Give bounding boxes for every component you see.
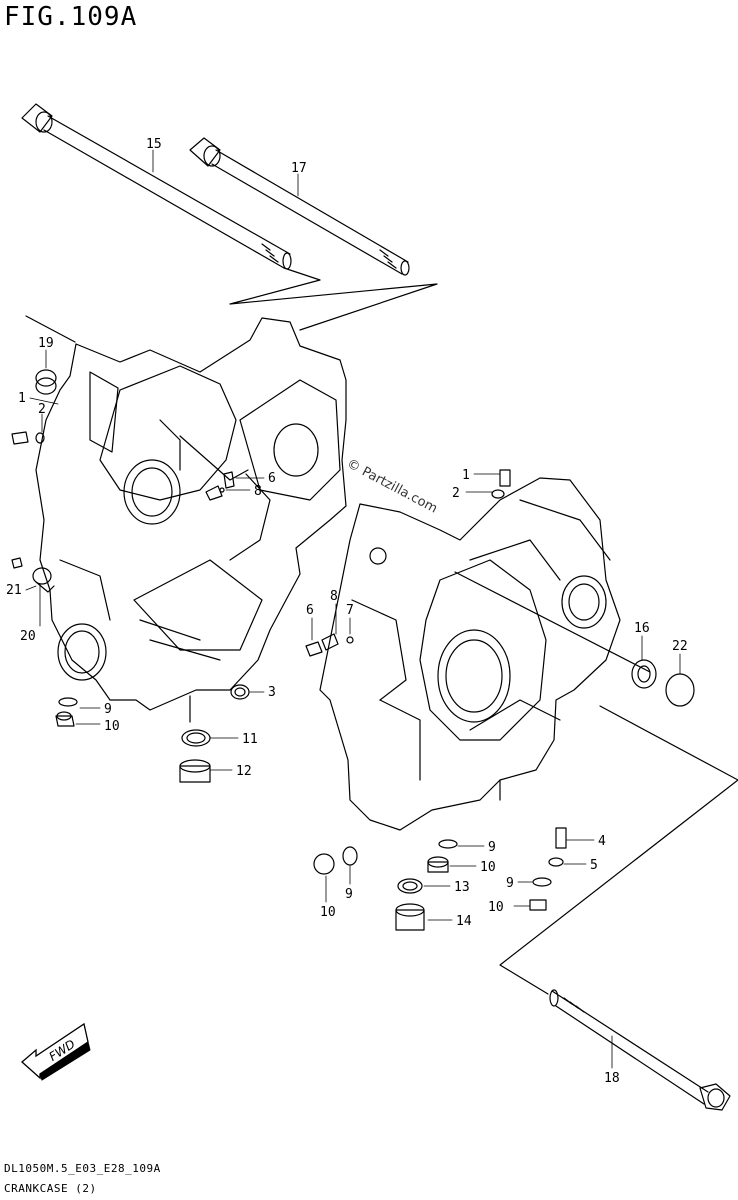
callout-1-right: 1 bbox=[462, 468, 470, 483]
callout-19: 19 bbox=[38, 336, 54, 351]
callout-4: 4 bbox=[598, 834, 606, 849]
callout-6-mid: 6 bbox=[306, 603, 314, 618]
callout-14: 14 bbox=[456, 914, 472, 929]
callout-7: 7 bbox=[346, 603, 354, 618]
callout-labels: 15 17 19 1 2 6 8 1 2 21 20 3 9 10 11 12 … bbox=[6, 137, 688, 1086]
callout-18: 18 bbox=[604, 1071, 620, 1086]
bolt-18 bbox=[550, 990, 730, 1110]
callout-5: 5 bbox=[590, 858, 598, 873]
diagram-code: DL1050M.5_E03_E28_109A bbox=[4, 1162, 161, 1175]
callout-10-center: 10 bbox=[480, 860, 496, 875]
callout-12: 12 bbox=[236, 764, 252, 779]
reference-leader bbox=[230, 268, 437, 330]
left-crankcase-half bbox=[36, 318, 346, 722]
callout-13: 13 bbox=[454, 880, 470, 895]
callout-8-mid: 8 bbox=[330, 589, 338, 604]
right-crankcase-half bbox=[320, 478, 620, 830]
callout-8-left: 8 bbox=[254, 484, 262, 499]
callout-10-left: 10 bbox=[104, 719, 120, 734]
callout-2-right: 2 bbox=[452, 486, 460, 501]
callout-11: 11 bbox=[242, 732, 258, 747]
callout-9-left: 9 bbox=[104, 702, 112, 717]
callout-15: 15 bbox=[146, 137, 162, 152]
callout-16: 16 bbox=[634, 621, 650, 636]
callout-17: 17 bbox=[291, 161, 307, 176]
callout-10-bottom-left: 10 bbox=[320, 905, 336, 920]
callout-22: 22 bbox=[672, 639, 688, 654]
callout-9-center: 9 bbox=[488, 840, 496, 855]
forward-arrow-icon: FWD bbox=[22, 1024, 90, 1080]
callout-9-bottom-right: 9 bbox=[506, 876, 514, 891]
callout-21: 21 bbox=[6, 583, 22, 598]
callout-10-bottom-right: 10 bbox=[488, 900, 504, 915]
callout-2-left: 2 bbox=[38, 402, 46, 417]
callout-3: 3 bbox=[268, 685, 276, 700]
callout-9-bottom-left: 9 bbox=[345, 887, 353, 902]
callout-1-left: 1 bbox=[18, 391, 26, 406]
callout-leaders bbox=[26, 150, 680, 1068]
small-parts bbox=[12, 370, 694, 930]
callout-20: 20 bbox=[20, 629, 36, 644]
callout-6-left: 6 bbox=[268, 471, 276, 486]
bolt-15 bbox=[22, 104, 291, 269]
bolt-17 bbox=[190, 138, 409, 275]
figure-title: FIG.109A bbox=[4, 2, 138, 32]
diagram-name: CRANKCASE (2) bbox=[4, 1182, 97, 1195]
